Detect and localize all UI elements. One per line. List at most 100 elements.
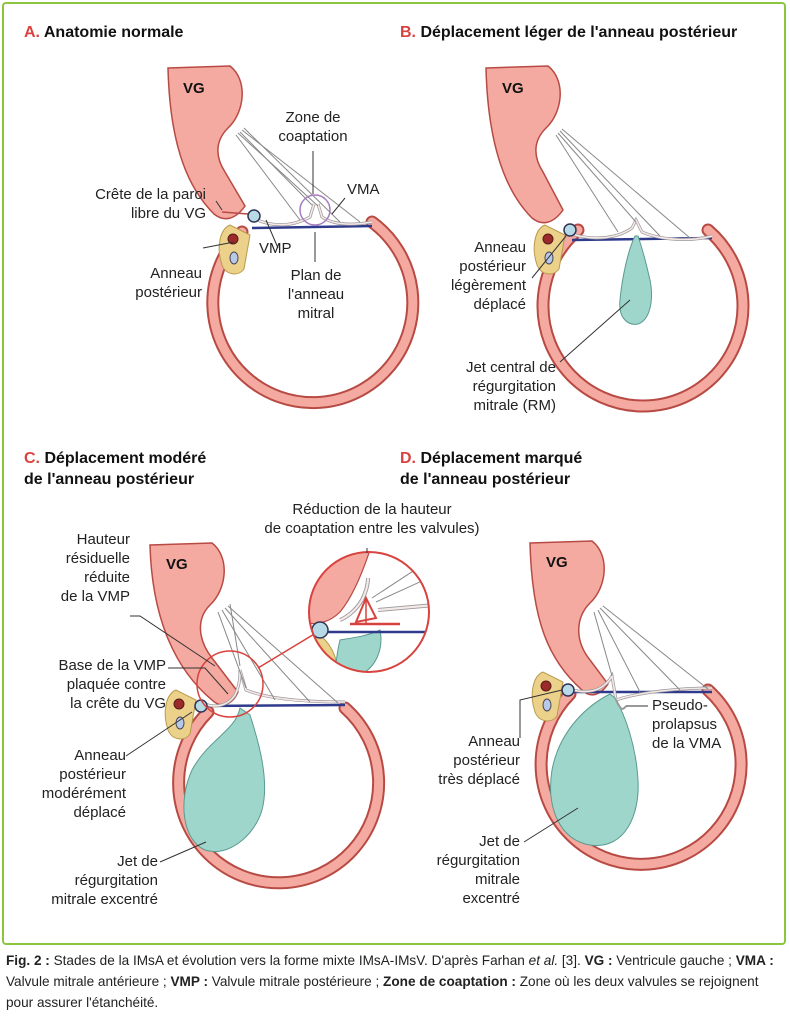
c-hauteur-line3: réduite bbox=[84, 569, 130, 586]
c-jet-line1: Jet de bbox=[117, 853, 158, 870]
a-anneau-label: Anneau postérieur bbox=[100, 264, 202, 302]
c-hauteur-line4: de la VMP bbox=[60, 588, 130, 605]
a-vma-label: VMA bbox=[347, 181, 380, 198]
panel-d-letter: D. bbox=[400, 450, 416, 467]
a-crete-line1: Crête de la paroi bbox=[95, 186, 206, 203]
c-reduction-line2: de coaptation entre les valvules) bbox=[264, 520, 480, 537]
b-anneau-line3: légèrement bbox=[450, 277, 526, 294]
a-vg-label: VG bbox=[183, 80, 205, 97]
b-anneau-line2: postérieur bbox=[459, 258, 526, 275]
b-lv-wall bbox=[485, 65, 564, 224]
d-regurgitation-jet bbox=[550, 693, 639, 846]
b-jet-line3: mitrale (RM) bbox=[473, 397, 557, 414]
a-lv-wall bbox=[167, 65, 246, 220]
a-crete-label: Crête de la paroi libre du VG bbox=[10, 185, 206, 223]
b-jet-label: Jet central de régurgitation mitrale (RM) bbox=[410, 358, 556, 415]
c-jet-line2: régurgitation bbox=[74, 872, 158, 889]
c-hauteur-line2: résiduelle bbox=[65, 550, 130, 567]
panel-b-title-text: Déplacement léger de l'anneau postérieur bbox=[420, 24, 738, 41]
d-jet-line4: excentré bbox=[462, 890, 520, 907]
d-lv-wall bbox=[529, 540, 609, 696]
a-zone-line2: coaptation bbox=[278, 128, 348, 145]
d-anneau-line2: postérieur bbox=[453, 752, 520, 769]
panel-a-title: A. Anatomie normale bbox=[24, 23, 183, 42]
c-hauteur-label: Hauteur résiduelle réduite de la VMP bbox=[20, 530, 130, 606]
figure-caption: Fig. 2 : Stades de la IMsA et évolution … bbox=[6, 950, 786, 1013]
panel-c-drawing bbox=[125, 542, 430, 890]
figure-frame bbox=[2, 2, 786, 945]
c-zoom-circle bbox=[196, 650, 264, 718]
c-anneau-line2: postérieur bbox=[59, 766, 126, 783]
a-plan-line2: l'anneau bbox=[287, 286, 345, 303]
panel-a-letter: A. bbox=[24, 24, 40, 41]
d-vg-label: VG bbox=[546, 554, 568, 571]
mitral-diagram bbox=[125, 65, 750, 890]
a-plan-label: Plan de l'anneau mitral bbox=[276, 266, 356, 323]
c-jet-line3: mitrale excentré bbox=[51, 891, 158, 908]
b-anneau-line4: déplacé bbox=[473, 296, 526, 313]
c-vg-label: VG bbox=[166, 556, 188, 573]
caption-etal: et al. bbox=[528, 953, 559, 968]
panel-d-title-line1: Déplacement marqué bbox=[420, 450, 583, 467]
d-pseudo-line2: prolapsus bbox=[652, 716, 718, 733]
d-pseudo-line3: de la VMA bbox=[652, 735, 722, 752]
c-hauteur-line1: Hauteur bbox=[76, 531, 130, 548]
a-crete-line2: libre du VG bbox=[130, 205, 206, 222]
b-jet-line1: Jet central de bbox=[465, 359, 556, 376]
caption-vg-def: Ventricule gauche ; bbox=[612, 953, 736, 968]
a-vmp-label: VMP bbox=[259, 240, 292, 257]
b-vg-label: VG bbox=[502, 80, 524, 97]
a-annulus-plane bbox=[251, 224, 373, 230]
panel-b-letter: B. bbox=[400, 24, 416, 41]
d-jet-line3: mitrale bbox=[474, 871, 520, 888]
panel-c-title-line1: Déplacement modéré bbox=[44, 450, 207, 467]
panel-b-drawing bbox=[485, 65, 750, 413]
d-jet-line1: Jet de bbox=[479, 833, 520, 850]
c-jet-label: Jet de régurgitation mitrale excentré bbox=[20, 852, 158, 909]
c-magnifier-inset bbox=[308, 551, 430, 673]
caption-fig-label: Fig. 2 : bbox=[6, 953, 50, 968]
panel-c-title: C. Déplacement modéré bbox=[24, 449, 206, 468]
c-anneau-line4: déplacé bbox=[73, 804, 126, 821]
caption-zone-def: Zone où les deux valvules se rejoignent … bbox=[6, 974, 759, 1010]
c-reduction-label: Réduction de la hauteur de coaptation ent… bbox=[212, 500, 532, 538]
d-jet-line2: régurgitation bbox=[436, 852, 520, 869]
a-anneau-line1: Anneau bbox=[150, 265, 202, 282]
caption-text-1: Stades de la IMsA et évolution vers la f… bbox=[49, 953, 529, 968]
panel-d-title: D. Déplacement marqué bbox=[400, 449, 582, 468]
panel-a-drawing bbox=[167, 65, 420, 410]
c-base-line3: la crête du VG bbox=[70, 695, 166, 712]
c-base-line1: Base de la VMP bbox=[58, 657, 166, 674]
c-regurgitation-jet bbox=[183, 707, 266, 852]
a-plan-line1: Plan de bbox=[290, 267, 342, 284]
caption-zone-key: Zone de coaptation : bbox=[383, 974, 516, 989]
panel-a-title-text: Anatomie normale bbox=[43, 24, 184, 41]
panel-d-title-2: de l'anneau postérieur bbox=[400, 471, 571, 488]
b-anneau-line1: Anneau bbox=[474, 239, 526, 256]
caption-vma-def: Valvule mitrale antérieure ; bbox=[6, 974, 171, 989]
d-jet-label: Jet de régurgitation mitrale excentré bbox=[420, 832, 520, 908]
caption-text-2: [3]. bbox=[558, 953, 585, 968]
caption-vmp-def: Valvule mitrale postérieure ; bbox=[207, 974, 384, 989]
b-jet-line2: régurgitation bbox=[472, 378, 556, 395]
c-anneau-line3: modérément bbox=[41, 785, 126, 802]
panel-d-drawing bbox=[519, 540, 748, 871]
c-anneau-line1: Anneau bbox=[74, 747, 126, 764]
panel-c-title-2: de l'anneau postérieur bbox=[24, 471, 195, 488]
a-zone-label: Zone de coaptation bbox=[263, 108, 363, 146]
caption-vma-key: VMA : bbox=[735, 953, 774, 968]
a-zone-line1: Zone de bbox=[285, 109, 341, 126]
panel-c-letter: C. bbox=[24, 450, 40, 467]
c-base-label: Base de la VMP plaquée contre la crête du … bbox=[4, 656, 166, 713]
a-plan-line3: mitral bbox=[297, 305, 335, 322]
c-reduction-line1: Réduction de la hauteur bbox=[292, 501, 452, 518]
c-base-line2: plaquée contre bbox=[66, 676, 166, 693]
b-regurgitation-jet bbox=[619, 235, 652, 325]
caption-vmp-key: VMP : bbox=[170, 974, 208, 989]
d-anneau-line1: Anneau bbox=[468, 733, 520, 750]
caption-vg-key: VG : bbox=[584, 953, 613, 968]
c-anneau-label: Anneau postérieur modérément déplacé bbox=[20, 746, 126, 822]
d-anneau-line3: très déplacé bbox=[438, 771, 520, 788]
a-anneau-line2: postérieur bbox=[135, 284, 202, 301]
